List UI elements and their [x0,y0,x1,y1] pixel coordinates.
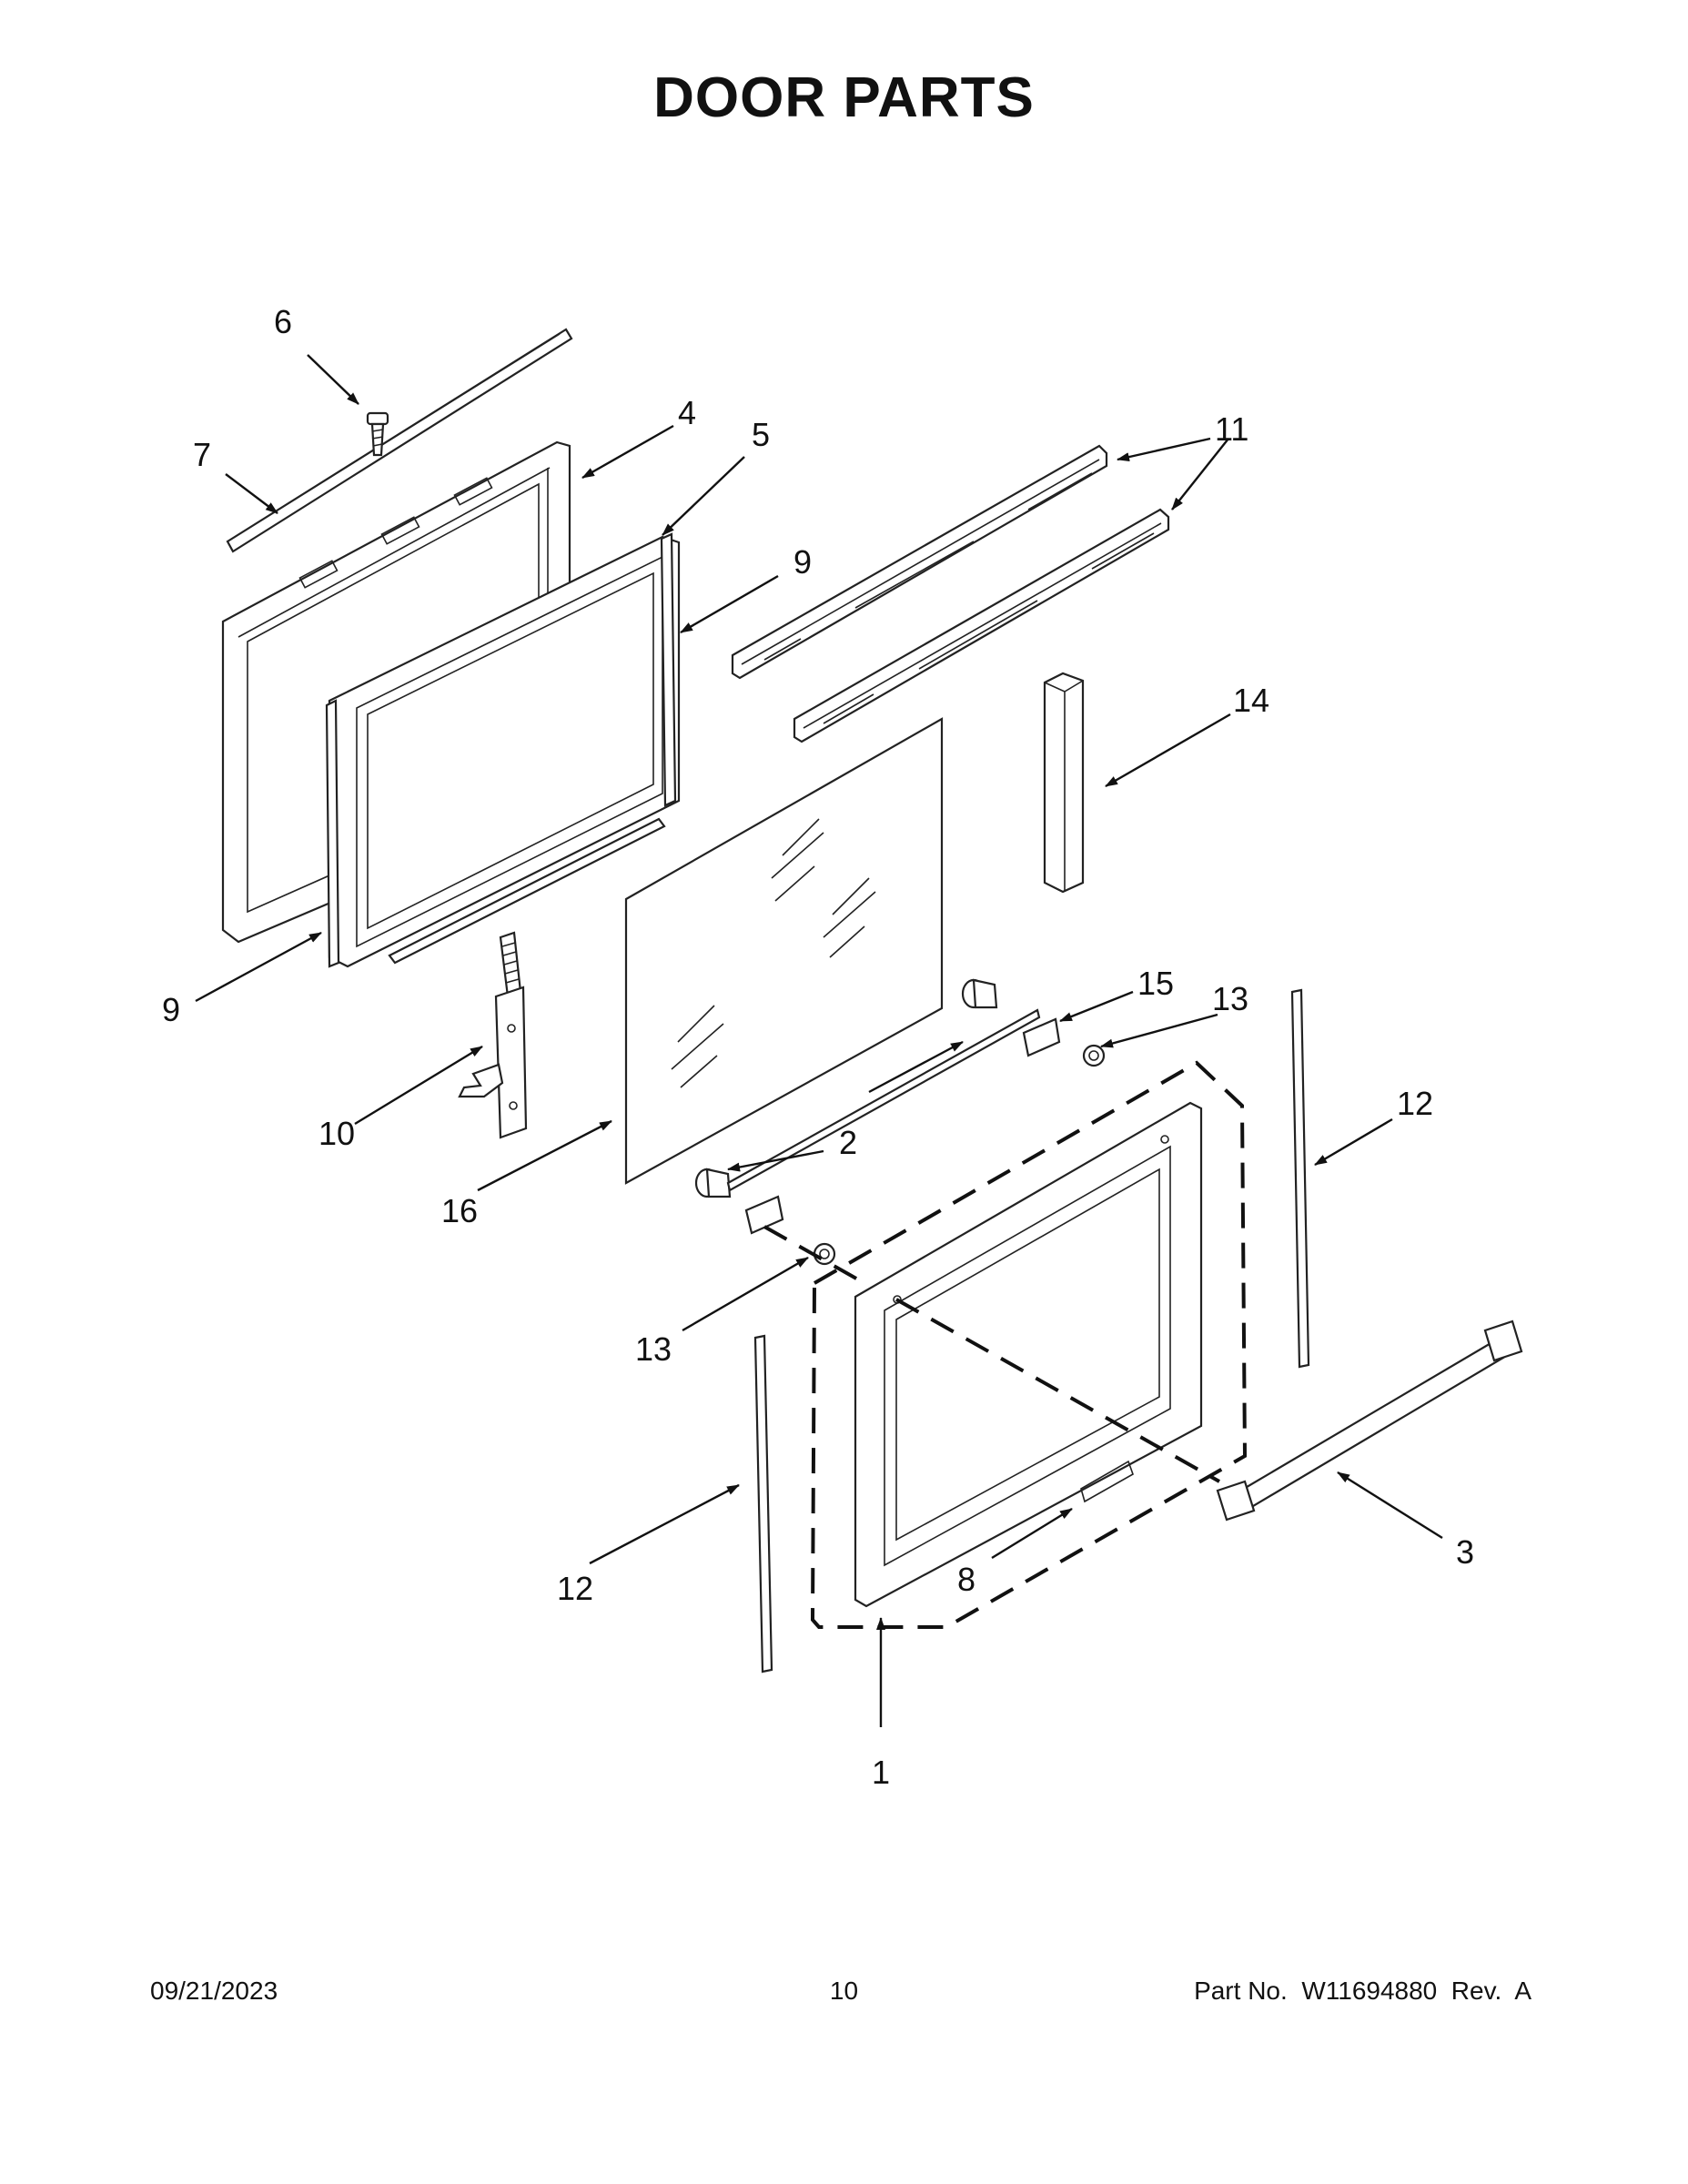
door-handle [1216,1320,1523,1522]
bushing-left [813,1242,836,1266]
bushing-right [1082,1044,1106,1067]
handle-alignment-line [895,1298,1220,1483]
side-trim-left [753,1334,773,1673]
page-title: DOOR PARTS [653,66,1035,129]
callout-12-right: 12 [1397,1085,1433,1122]
upper-door-channel [731,444,1108,680]
callout-13-lower: 13 [635,1330,672,1368]
lower-door-channel [793,508,1170,743]
callout-4: 4 [678,394,696,431]
hinge-alignment-line [763,1225,865,1285]
assembly-outline [810,1060,1248,1629]
vertical-duct [1043,672,1085,894]
leader-lines [195,354,1443,1727]
footer-part-number: Part No. W11694880 Rev. A [1194,1977,1531,2005]
callout-13-upper: 13 [1212,980,1248,1017]
outer-door-panel [854,1101,1203,1608]
callout-3: 3 [1456,1533,1474,1571]
callout-6: 6 [274,303,292,340]
callout-labels: 6 7 4 5 9 9 11 14 10 16 15 13 13 2 12 12… [162,303,1474,1791]
callout-8: 8 [957,1561,975,1598]
callout-14: 14 [1233,682,1269,719]
glass-panel [624,717,944,1185]
side-trim-right [1290,988,1310,1369]
door-hinge [458,931,528,1139]
hinge-receiver-left [694,1008,1041,1235]
callout-15: 15 [1137,965,1174,1002]
callout-9-upper: 9 [793,543,812,581]
callout-11: 11 [1215,410,1248,448]
glass-pack-frame [328,535,681,968]
side-seal-left [325,699,340,968]
hinge-receiver-right [961,978,1061,1057]
callout-7: 7 [193,436,211,473]
top-trim-strip [226,328,573,553]
callout-12-left: 12 [557,1570,593,1607]
callout-9-lower: 9 [162,991,180,1028]
callout-16: 16 [441,1192,478,1229]
callout-1: 1 [872,1754,890,1791]
callout-2: 2 [839,1124,857,1161]
callout-10: 10 [318,1115,355,1152]
footer-page-number: 10 [829,1977,859,2005]
callout-5: 5 [752,416,770,453]
footer-date: 09/21/2023 [150,1977,278,2005]
screw-part [366,411,389,457]
